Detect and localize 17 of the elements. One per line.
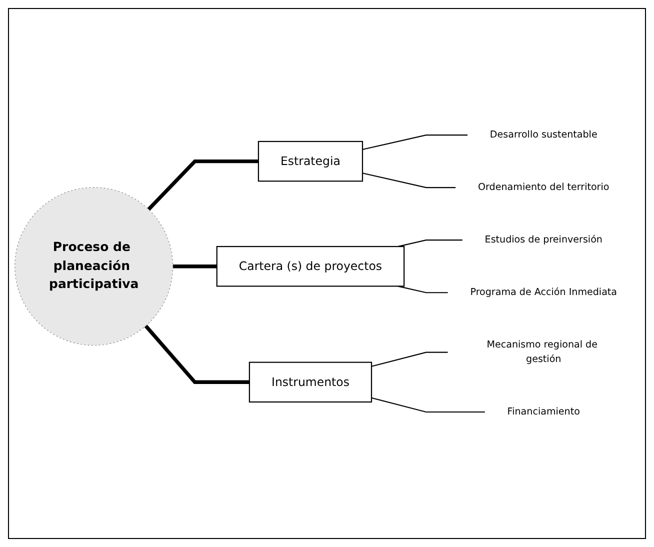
connector — [371, 397, 486, 412]
node-text: Programa de Acción Inmediata — [470, 286, 618, 298]
node-box: Instrumentos — [248, 362, 372, 402]
connector — [362, 134, 468, 150]
node-box: Estrategia — [258, 140, 364, 182]
node-text: Desarrollo sustentable — [490, 129, 598, 140]
node-circle: Proceso de planeación participativa — [14, 187, 174, 346]
connector — [362, 172, 456, 188]
connector — [147, 159, 258, 211]
connector — [371, 352, 448, 367]
node-text: Financiamiento — [507, 406, 580, 418]
node-text: Ordenamiento del territorio — [478, 182, 610, 193]
connector — [144, 324, 250, 384]
node-text: Mecanismo regional de gestión — [486, 339, 598, 365]
connector — [172, 264, 217, 268]
node-box: Cartera (s) de proyectos — [216, 246, 405, 287]
node-text: Estudios de preinversión — [484, 234, 602, 246]
